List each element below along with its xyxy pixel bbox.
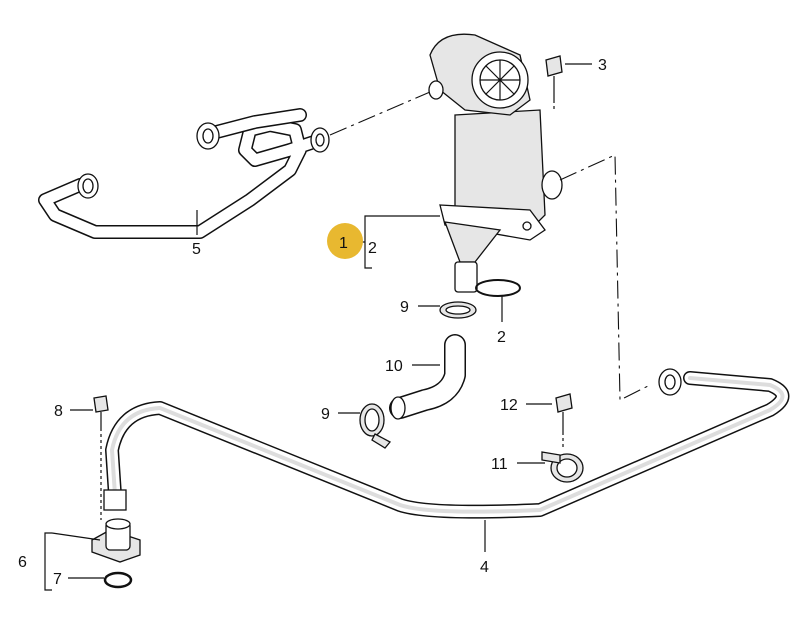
part-8-bolt[interactable] [93, 395, 109, 520]
callout-2[interactable]: 2 [497, 329, 506, 346]
part-2-o-ring[interactable] [475, 279, 521, 297]
part-10-hose[interactable] [389, 334, 466, 420]
part-7-o-ring[interactable] [103, 571, 133, 589]
part-5-pipe[interactable] [38, 108, 330, 239]
callout-10[interactable]: 10 [385, 358, 403, 375]
callout-7[interactable]: 7 [53, 571, 62, 588]
callout-6[interactable]: 6 [18, 554, 27, 571]
callout-11[interactable]: 11 [491, 456, 508, 473]
callout-4[interactable]: 4 [480, 559, 489, 576]
part-11-clamp[interactable] [541, 451, 584, 483]
leader-lines [44, 63, 592, 591]
part-9-upper-clamp[interactable] [439, 301, 477, 319]
part-1-oil-separator[interactable] [428, 33, 563, 293]
part-4-main-hose[interactable] [103, 368, 790, 519]
callout-9-lower[interactable]: 9 [321, 406, 330, 423]
part-12-bolt[interactable] [555, 393, 573, 448]
callout-9-upper[interactable]: 9 [400, 299, 409, 316]
callout-2-bracket[interactable]: 2 [368, 240, 377, 257]
part-3-bolt[interactable] [545, 55, 563, 110]
callout-12[interactable]: 12 [500, 397, 518, 414]
callout-1-highlight [327, 223, 363, 259]
part-9-lower-clamp[interactable] [359, 403, 392, 449]
part-6-flange[interactable] [91, 518, 141, 563]
callout-5[interactable]: 5 [192, 241, 201, 258]
callout-8[interactable]: 8 [54, 403, 63, 420]
callout-1[interactable]: 1 [339, 235, 348, 252]
callout-3[interactable]: 3 [598, 57, 607, 74]
